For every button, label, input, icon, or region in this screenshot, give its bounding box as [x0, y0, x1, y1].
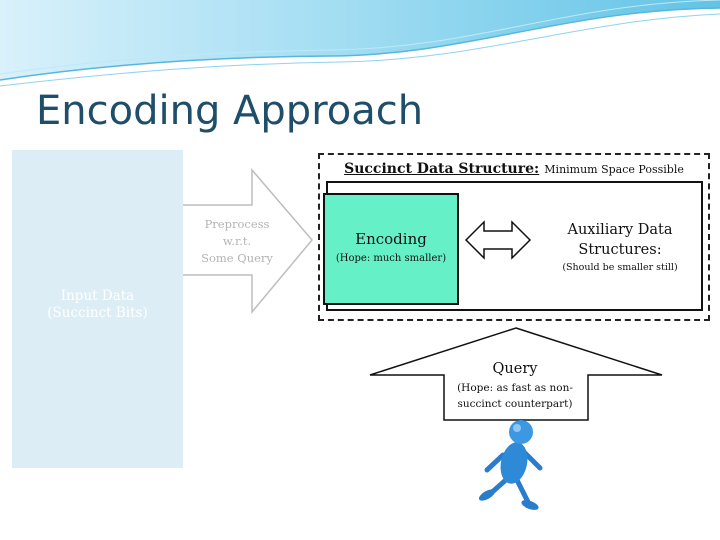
- query-hope: (Hope: as fast as non- succinct counterp…: [440, 380, 590, 412]
- preprocess-line2: w.r.t.: [222, 234, 252, 248]
- query-hope-line2: succinct counterpart): [457, 398, 573, 410]
- auxiliary-title-line1: Auxiliary Data: [567, 222, 673, 238]
- encoding-hope: (Hope: much smaller): [335, 253, 447, 264]
- succinct-data-structure-box: [318, 153, 710, 321]
- input-data-box: [12, 150, 183, 468]
- preprocess-arrow: [183, 167, 313, 315]
- input-label-line2: (Succinct Bits): [47, 305, 148, 321]
- preprocess-line1: Preprocess: [204, 217, 270, 231]
- query-arrow: [369, 327, 663, 421]
- encoding-title: Encoding: [355, 230, 427, 248]
- double-headed-arrow-icon: [464, 220, 532, 260]
- sds-heading-main: Succinct Data Structure:: [344, 161, 540, 177]
- query-hope-line1: (Hope: as fast as non-: [457, 382, 573, 394]
- sds-heading-sub: Minimum Space Possible: [544, 163, 684, 176]
- input-label-line1: Input Data: [60, 288, 135, 304]
- page-title: Encoding Approach: [36, 88, 424, 134]
- preprocess-label: Preprocess w.r.t. Some Query: [196, 216, 278, 267]
- input-data-label: Input Data (Succinct Bits): [12, 288, 183, 322]
- preprocess-line3: Some Query: [201, 251, 273, 265]
- auxiliary-title: Auxiliary Data Structures:: [545, 220, 695, 260]
- query-title: Query: [492, 361, 538, 377]
- sds-heading: Succinct Data Structure: Minimum Space P…: [318, 158, 710, 177]
- walking-person-icon: [478, 420, 543, 510]
- encoding-box: [323, 193, 459, 305]
- auxiliary-note: (Should be smaller still): [562, 262, 678, 273]
- auxiliary-title-line2: Structures:: [578, 242, 662, 258]
- header-wave-decoration: [0, 0, 720, 87]
